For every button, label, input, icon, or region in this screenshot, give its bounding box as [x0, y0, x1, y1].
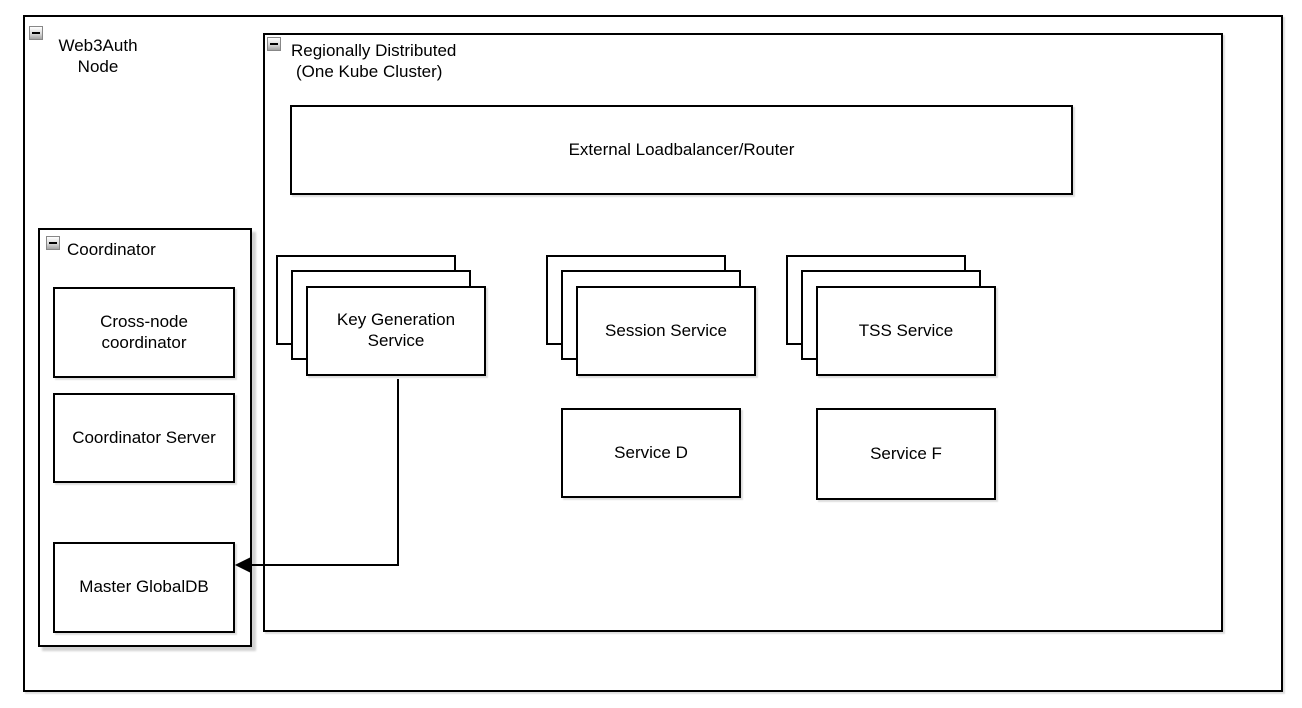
session-service-box: Session Service [576, 286, 756, 376]
service-f-box: Service F [816, 408, 996, 500]
coordinator-container: Coordinator Cross-node coordinator Coord… [38, 228, 252, 647]
web3auth-node-label: Web3Auth Node [58, 36, 138, 76]
service-d-box: Service D [561, 408, 741, 498]
regionally-distributed-container: Regionally Distributed (One Kube Cluster… [263, 33, 1223, 632]
regionally-distributed-label-line1: Regionally Distributed [291, 41, 457, 60]
external-loadbalancer-box: External Loadbalancer/Router [290, 105, 1073, 195]
tss-service-box: TSS Service [816, 286, 996, 376]
coordinator-server-box: Coordinator Server [53, 393, 235, 483]
master-globaldb-box: Master GlobalDB [53, 542, 235, 633]
collapse-minus-icon[interactable] [29, 26, 43, 40]
regionally-distributed-label-line2: (One Kube Cluster) [296, 61, 443, 81]
collapse-minus-icon[interactable] [46, 236, 60, 250]
coordinator-label: Coordinator [67, 240, 156, 259]
minus-glyph [32, 32, 40, 34]
key-generation-service-box: Key Generation Service [306, 286, 486, 376]
collapse-minus-icon[interactable] [267, 37, 281, 51]
minus-glyph [270, 43, 278, 45]
minus-glyph [49, 242, 57, 244]
regionally-distributed-label: Regionally Distributed (One Kube Cluster… [291, 41, 456, 82]
cross-node-coordinator-box: Cross-node coordinator [53, 287, 235, 378]
web3auth-node-container: Web3Auth Node Coordinator Cross-node coo… [23, 15, 1283, 692]
